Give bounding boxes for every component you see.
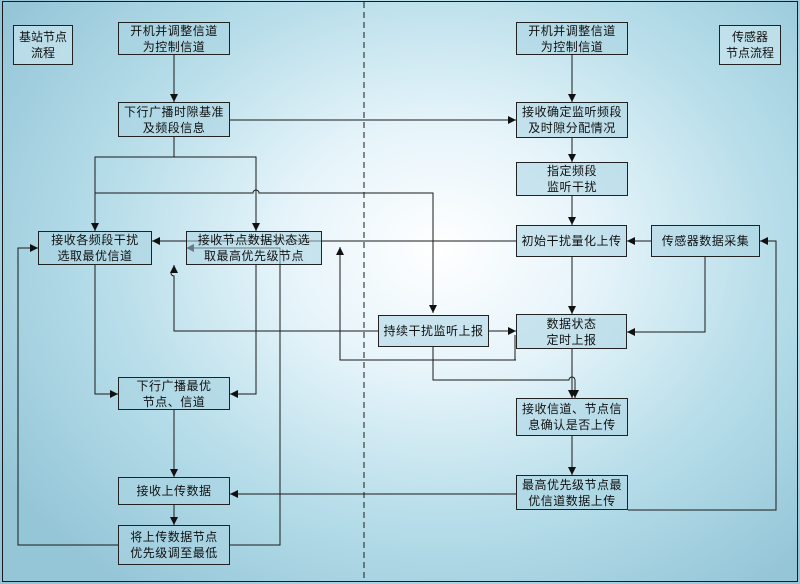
- node-upload: 最高优先级节点最 优信道数据上传: [516, 475, 628, 510]
- arrow-select-node-to-broadcast-best: [230, 265, 257, 398]
- node-receive-data: 接收上传数据: [118, 477, 230, 505]
- arrow-broadcast-to-continuous: [95, 189, 437, 313]
- arrow-continuous-to-confirm: [432, 347, 579, 398]
- arrow-broadcast-to-select-channel: [91, 137, 175, 231]
- arrow-select-channel-to-broadcast-best: [94, 265, 118, 398]
- node-sensor-power-on: 开机并调整信道 为控制信道: [516, 22, 628, 55]
- arrow-broadcast-to-select-node: [174, 156, 260, 231]
- node-initial-report: 初始干扰量化上传: [516, 225, 627, 257]
- node-select-node: 接收节点数据状态选 取最高优先级节点: [186, 231, 322, 265]
- node-broadcast-best: 下行广播最优 节点、信道: [118, 377, 230, 410]
- arrow-collect-to-status: [627, 257, 706, 336]
- node-listen-band: 指定频段 监听干扰: [516, 162, 628, 196]
- arrow-status-to-select-node: [336, 247, 516, 361]
- station-flow-label: 基站节点 流程: [13, 25, 73, 65]
- node-lower-priority: 将上传数据节点 优先级调至最低: [118, 525, 230, 565]
- node-continuous-report: 持续干扰监听上报: [378, 315, 489, 347]
- node-broadcast-slot: 下行广播时隙基准 及频段信息: [118, 102, 230, 137]
- node-station-power-on: 开机并调整信道 为控制信道: [118, 22, 230, 55]
- arrow-continuous-to-select-channel: [170, 265, 378, 332]
- node-confirm: 接收信道、节点信 息确认是否上传: [516, 398, 628, 436]
- arrow-upload-to-collect: [628, 237, 777, 511]
- node-receive-slot: 接收确定监听频段 及时隙分配情况: [516, 102, 628, 138]
- sensor-flow-label: 传感器 节点流程: [719, 25, 781, 65]
- node-collect: 传感器数据采集: [651, 225, 760, 257]
- arrow-status-loop: [514, 335, 516, 361]
- node-select-channel: 接收各频段干扰 选取最优信道: [38, 231, 152, 265]
- node-status-report: 数据状态 定时上报: [516, 314, 627, 349]
- arrow-lower-to-select-channel: [17, 244, 118, 546]
